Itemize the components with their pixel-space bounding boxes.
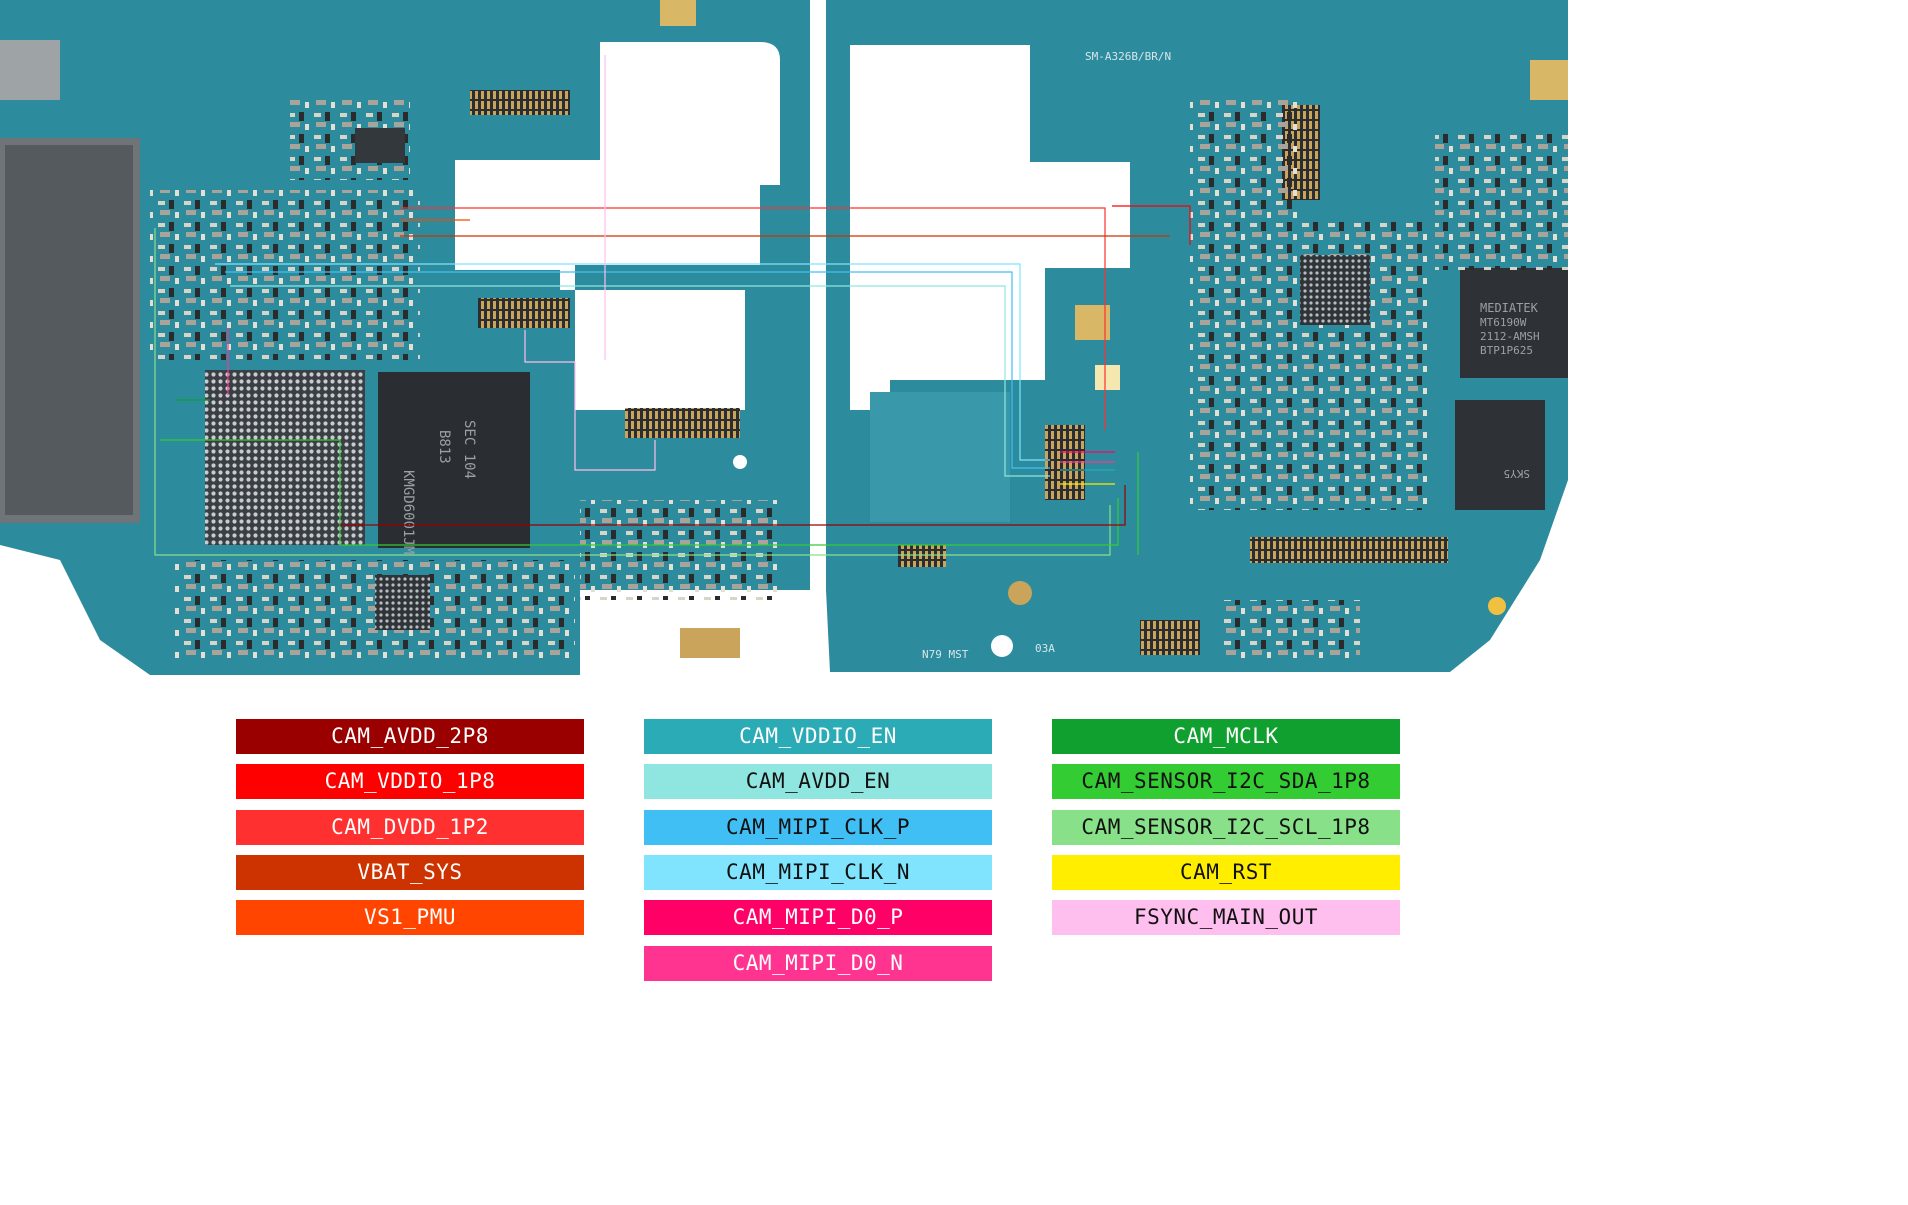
legend-cam-sensor-i2c-sda-1p8: CAM_SENSOR_I2C_SDA_1P8 bbox=[1052, 764, 1400, 799]
soc-label-top: SEC 104 bbox=[461, 420, 477, 479]
soc-bga-footprint bbox=[205, 370, 365, 545]
legend-vbat-sys: VBAT_SYS bbox=[236, 855, 584, 890]
silk-label-03a: 03A bbox=[1035, 642, 1055, 655]
soc-label-mid: B813 bbox=[436, 430, 452, 464]
legend-fsync-main-out: FSYNC_MAIN_OUT bbox=[1052, 900, 1400, 935]
mediatek-chip bbox=[1460, 268, 1568, 378]
camera-connector-mid bbox=[478, 298, 570, 328]
skyworks-label-1: SKY5 bbox=[1504, 467, 1531, 480]
legend-cam-vddio-1p8: CAM_VDDIO_1P8 bbox=[236, 764, 584, 799]
silk-label-n79: N79 MST bbox=[922, 648, 969, 661]
right-board: MEDIATEK MT6190W 2112-AMSH BTP1P625 SKY5… bbox=[826, 0, 1568, 672]
legend-cam-vddio-en: CAM_VDDIO_EN bbox=[644, 719, 992, 754]
camera-connector-top bbox=[470, 90, 570, 115]
mediatek-label-1: MEDIATEK bbox=[1480, 301, 1539, 315]
legend-vs1-pmu: VS1_PMU bbox=[236, 900, 584, 935]
mediatek-label-4: BTP1P625 bbox=[1480, 344, 1533, 357]
mediatek-label-2: MT6190W bbox=[1480, 316, 1527, 329]
legend-cam-avdd-2p8: CAM_AVDD_2P8 bbox=[236, 719, 584, 754]
legend-cam-mipi-d0-n: CAM_MIPI_D0_N bbox=[644, 946, 992, 981]
soc-label-side: KMGD6001JM bbox=[400, 470, 416, 554]
main-connector-bottom bbox=[1250, 537, 1448, 563]
board-id-label: SM-A326B/BR/N bbox=[1085, 50, 1171, 63]
legend-cam-mclk: CAM_MCLK bbox=[1052, 719, 1400, 754]
legend-cam-sensor-i2c-scl-1p8: CAM_SENSOR_I2C_SCL_1P8 bbox=[1052, 810, 1400, 845]
signal-traces bbox=[154, 55, 1191, 556]
pcb-board-photo: KMGD6001JM SEC 104 B813 MEDIATEK MT6190W bbox=[0, 0, 1568, 675]
memory-chip bbox=[378, 372, 530, 548]
camera-connector-right bbox=[625, 408, 740, 438]
legend-cam-rst: CAM_RST bbox=[1052, 855, 1400, 890]
legend-cam-mipi-d0-p: CAM_MIPI_D0_P bbox=[644, 900, 992, 935]
skyworks-chip bbox=[1455, 400, 1545, 510]
legend-cam-mipi-clk-p: CAM_MIPI_CLK_P bbox=[644, 810, 992, 845]
legend-cam-dvdd-1p2: CAM_DVDD_1P2 bbox=[236, 810, 584, 845]
mediatek-label-3: 2112-AMSH bbox=[1480, 330, 1540, 343]
legend-cam-mipi-clk-n: CAM_MIPI_CLK_N bbox=[644, 855, 992, 890]
legend-cam-avdd-en: CAM_AVDD_EN bbox=[644, 764, 992, 799]
left-board: KMGD6001JM SEC 104 B813 bbox=[0, 0, 810, 675]
